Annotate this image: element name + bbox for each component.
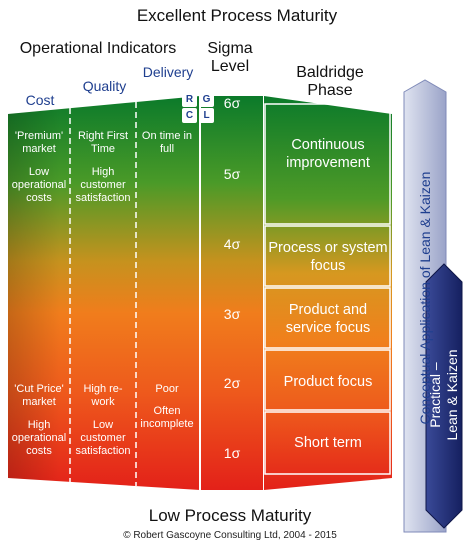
- phase-continuous-improvement: Continuous improvement: [286, 137, 370, 171]
- copyright-text: © Robert Gascoyne Consulting Ltd, 2004 -…: [123, 530, 337, 541]
- bottom-title: Low Process Maturity: [148, 506, 312, 525]
- cost-bottom-costs: High operational costs: [11, 419, 67, 457]
- rgcl-r-badge: R: [182, 92, 197, 107]
- operational-indicators-heading: Operational Indicators: [19, 40, 177, 57]
- sigma-level-4: 4σ: [223, 236, 241, 252]
- quality-bottom-satisfaction: Low customer satisfaction: [75, 419, 131, 457]
- baldridge-heading-line2: Phase: [307, 82, 353, 99]
- cost-top-costs: Low operational costs: [11, 166, 67, 204]
- delivery-bottom-poor: Poor: [155, 383, 179, 395]
- cost-heading: Cost: [25, 92, 55, 108]
- sigma-level-2: 2σ: [223, 375, 241, 391]
- top-title: Excellent Process Maturity: [136, 6, 338, 25]
- delivery-top-ontime: On time in full: [141, 130, 193, 155]
- baldridge-heading-line1: Baldridge: [296, 64, 364, 81]
- phase-process-system-focus: Process or system focus: [268, 240, 388, 274]
- delivery-bottom-incomplete: Often incomplete: [140, 405, 194, 430]
- quality-heading: Quality: [82, 78, 127, 94]
- quality-bottom-rework: High re-work: [83, 383, 123, 408]
- quality-top-rft: Right First Time: [77, 130, 129, 155]
- cost-top-market: 'Premium' market: [14, 130, 64, 155]
- cost-bottom-market: 'Cut Price' market: [14, 383, 64, 408]
- sigma-heading-line2: Level: [210, 58, 250, 75]
- sigma-level-6: 6σ: [223, 95, 241, 111]
- sigma-heading-line1: Sigma: [207, 40, 253, 57]
- phase-product-service-focus: Product and service focus: [285, 302, 371, 336]
- quality-top-satisfaction: High customer satisfaction: [75, 166, 131, 204]
- phase-short-term: Short term: [294, 435, 362, 451]
- phase-product-focus: Product focus: [283, 374, 373, 390]
- delivery-heading: Delivery: [142, 64, 194, 80]
- rgcl-c-badge: C: [182, 108, 197, 123]
- sigma-level-1: 1σ: [223, 445, 241, 461]
- rgcl-l-badge: L: [199, 108, 214, 123]
- rgcl-g-badge: G: [199, 92, 214, 107]
- sigma-level-5: 5σ: [223, 166, 241, 182]
- sigma-level-3: 3σ: [223, 306, 241, 322]
